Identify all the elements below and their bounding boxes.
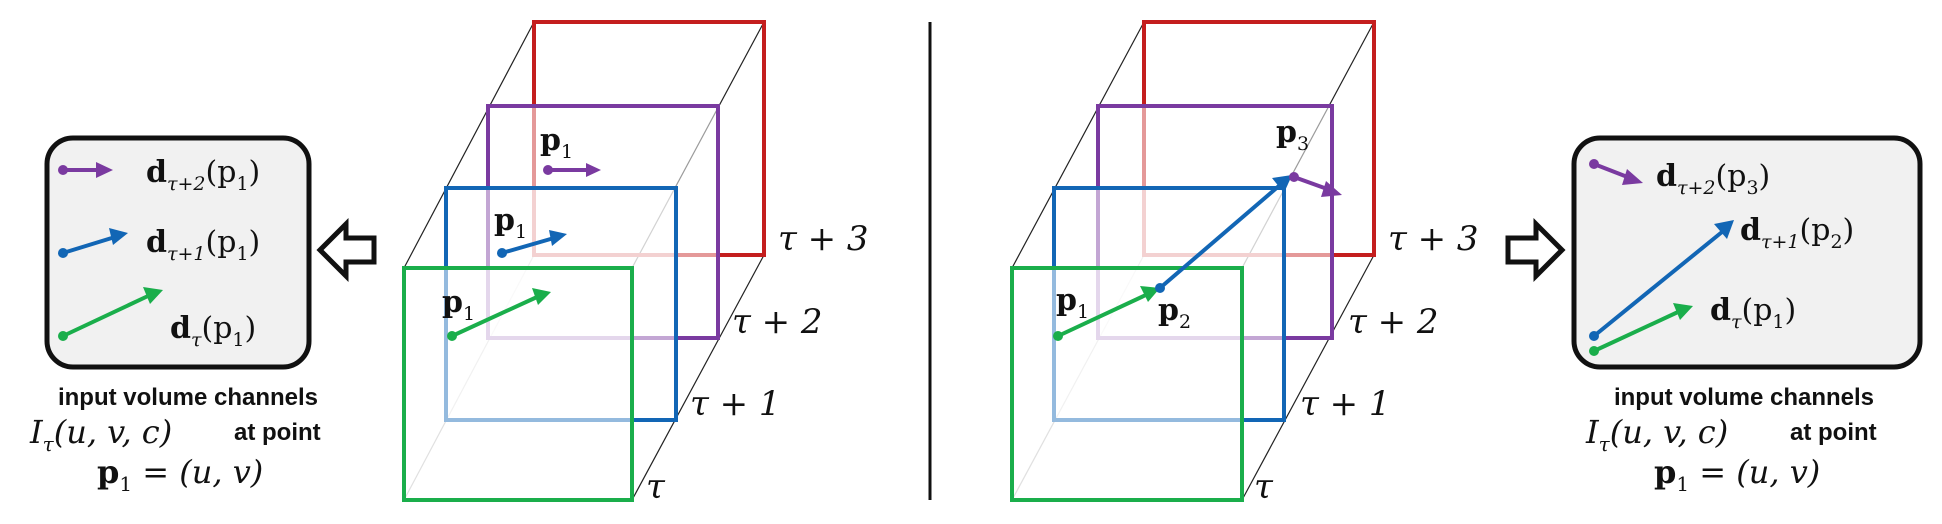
left-hollow-arrow-icon (316, 217, 377, 283)
right-frame-tau2-label: τ + 2 (1348, 302, 1439, 342)
left-caption-line3: p1 = (u, v) (97, 453, 263, 496)
left-label-p1-green: p1 (442, 285, 475, 325)
right-box-purple-arrow (1589, 159, 1643, 185)
left-box-label-1: dτ+2(p1) (146, 155, 260, 195)
left-caption-at-point: at point (234, 419, 321, 446)
right-box-label-1: dτ+2(p3) (1656, 159, 1770, 199)
right-green-chain-arrow (1053, 286, 1160, 341)
right-hollow-arrow-icon (1505, 217, 1566, 283)
right-box-label-3: dτ(p1) (1710, 293, 1796, 333)
right-caption: input volume channels Iτ(u, v, c) at poi… (1585, 384, 1877, 496)
left-blue-point-arrow (497, 230, 567, 258)
left-green-point-arrow (447, 288, 551, 341)
right-caption-line1: input volume channels (1614, 384, 1874, 411)
right-frame-tau3-label: τ + 3 (1388, 219, 1479, 259)
left-frame-tau2-label: τ + 2 (732, 302, 823, 342)
left-box-label-3: dτ(p1) (170, 311, 256, 351)
right-purple-chain-arrow (1289, 172, 1342, 197)
left-frame-tau1-label: τ + 1 (690, 384, 781, 424)
left-label-p1-purple: p1 (540, 123, 573, 163)
right-box-label-2: dτ+1(p2) (1740, 213, 1854, 253)
right-label-p3: p3 (1276, 115, 1309, 155)
right-caption-at-point: at point (1790, 419, 1877, 446)
right-box-green-arrow (1589, 303, 1693, 356)
right-label-p1: p1 (1056, 283, 1089, 323)
left-output-box: dτ+2(p1) dτ+1(p1) dτ(p1) (44, 135, 312, 370)
left-caption: input volume channels Iτ(u, v, c) at poi… (29, 384, 321, 496)
left-frame-stack: τ + 3 τ + 2 τ + 1 τ p1 (402, 20, 869, 507)
right-blue-chain-arrow (1155, 175, 1292, 293)
right-frame-tau-label: τ (1254, 467, 1274, 507)
right-box-blue-arrow (1589, 220, 1734, 341)
right-caption-line2: Iτ(u, v, c) (1585, 413, 1728, 456)
left-box-label-2: dτ+1(p1) (146, 225, 260, 265)
left-frame-tau-label: τ (646, 467, 666, 507)
left-caption-line1: input volume channels (58, 384, 318, 411)
right-frame-tau1-label: τ + 1 (1300, 384, 1391, 424)
left-frame-tau: τ (402, 266, 666, 507)
right-frame-stack: τ + 3 τ + 2 τ + 1 τ (1010, 20, 1479, 507)
left-purple-point-arrow (543, 163, 601, 177)
right-label-p2: p2 (1158, 293, 1191, 333)
right-caption-line3: p1 = (u, v) (1654, 453, 1820, 496)
left-frame-tau3-label: τ + 3 (778, 219, 869, 259)
left-label-p1-blue: p1 (494, 203, 527, 243)
right-frame-tau: τ (1010, 266, 1274, 507)
left-box-purple-arrow (58, 162, 113, 178)
right-output-box: dτ+2(p3) dτ+1(p2) dτ(p1) (1571, 135, 1923, 370)
left-caption-line2: Iτ(u, v, c) (29, 413, 172, 456)
left-box-blue-arrow (58, 228, 128, 258)
left-box-green-arrow (58, 287, 163, 341)
